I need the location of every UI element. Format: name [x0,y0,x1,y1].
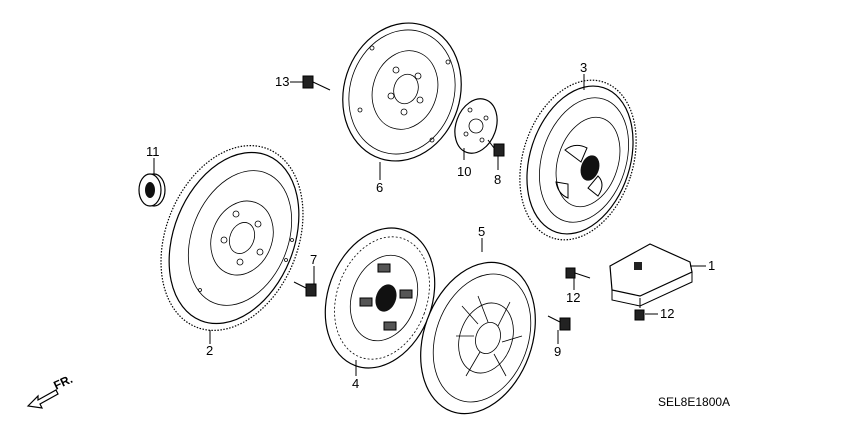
label-6: 6 [376,180,383,195]
label-11: 11 [146,144,160,159]
pressure-plate-part[interactable] [401,246,556,425]
label-7: 7 [310,252,317,267]
bolt-8-part[interactable] [487,139,505,157]
front-arrow-icon [26,389,59,409]
bolt-9-part[interactable] [547,315,571,331]
bolt-12b-part[interactable] [634,298,645,321]
cover-bracket-part[interactable] [609,243,693,307]
bolt-12a-part[interactable] [565,267,591,279]
drive-plate-part[interactable] [325,8,479,177]
clutch-disc-part[interactable] [307,213,454,384]
label-1: 1 [708,258,715,273]
label-13: 13 [275,74,289,89]
dual-mass-flywheel-part[interactable] [500,65,655,255]
diagram-code: SEL8E1800A [658,395,730,409]
leader-lines [153,74,706,376]
label-4: 4 [352,376,359,391]
pilot-bearing-part[interactable] [138,173,166,207]
label-8: 8 [494,172,501,187]
bolt-7-part[interactable] [293,281,317,297]
label-3: 3 [580,60,587,75]
label-10: 10 [457,164,471,179]
backing-plate-part[interactable] [448,93,505,159]
bolt-13-part[interactable] [290,75,331,91]
label-9: 9 [554,344,561,359]
front-direction-label: FR. [51,372,74,393]
label-12-upper: 12 [566,290,580,305]
label-2: 2 [206,343,213,358]
label-12-lower: 12 [660,306,674,321]
label-5: 5 [478,224,485,239]
flywheel-part[interactable] [135,124,329,351]
